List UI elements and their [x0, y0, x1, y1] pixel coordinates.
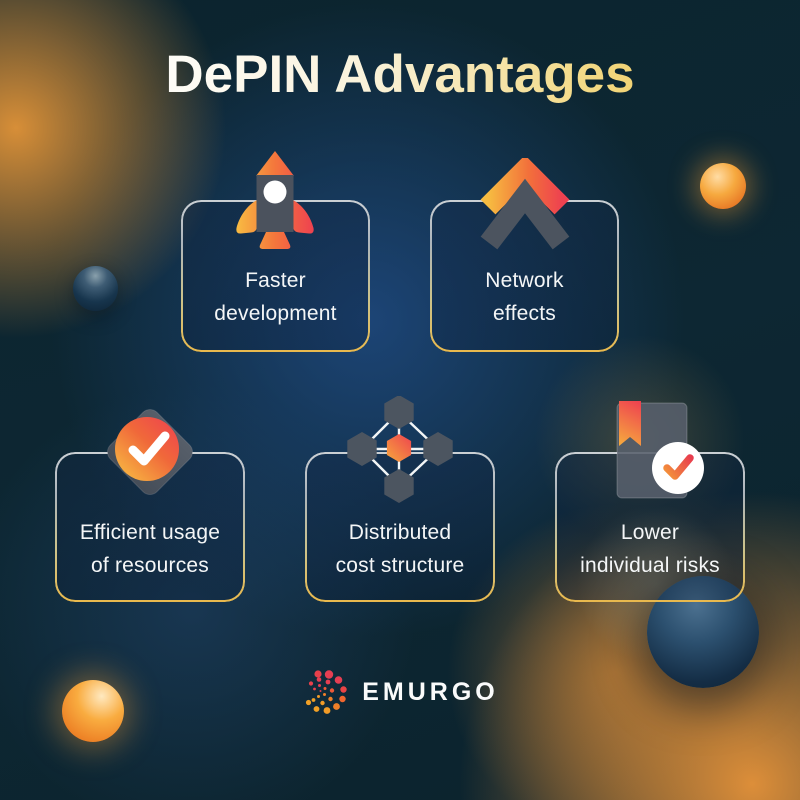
card-faster-development: Faster development: [181, 200, 370, 352]
card-label-line1: Network: [485, 269, 564, 292]
card-label-line2: individual risks: [580, 554, 720, 577]
double-chevron-up-icon: [480, 158, 570, 250]
card-label: Efficient usage of resources: [55, 516, 245, 582]
orange-sphere-bottom-left: [62, 680, 124, 742]
card-label: Network effects: [430, 264, 619, 330]
card-label-line1: Distributed: [348, 521, 452, 544]
card-label-line2: of resources: [91, 554, 209, 577]
card-label-line1: Faster: [245, 269, 306, 292]
card-label-line1: Efficient usage: [79, 521, 221, 544]
rocket-icon: [236, 151, 314, 249]
card-label-line2: development: [214, 302, 337, 325]
card-network-effects: Network effects: [430, 200, 619, 352]
card-label: Lower individual risks: [555, 516, 745, 582]
card-label: Distributed cost structure: [305, 516, 495, 582]
brand-name: EMURGO: [362, 677, 499, 706]
footer-brand: EMURGO: [0, 662, 800, 722]
bookmark-check-icon: [616, 401, 704, 499]
check-diamond-icon: [106, 408, 194, 496]
card-efficient-usage: Efficient usage of resources: [55, 452, 245, 602]
orange-sphere-right: [700, 163, 746, 209]
card-label-line1: Lower: [620, 521, 680, 544]
card-label-line2: effects: [493, 302, 556, 325]
card-label-line2: cost structure: [335, 554, 465, 577]
network-nodes-icon: [347, 396, 453, 503]
page-title: DePIN Advantages: [0, 44, 800, 105]
emurgo-dots-logo: [306, 670, 347, 714]
navy-sphere-left: [73, 266, 118, 311]
card-label: Faster development: [181, 264, 370, 330]
